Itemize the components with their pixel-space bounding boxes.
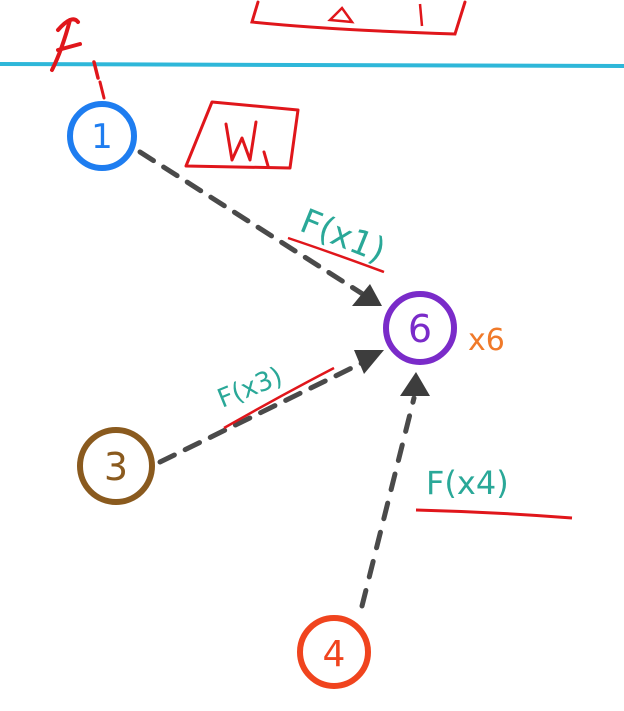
arrowhead-1-to-6: [352, 284, 382, 306]
arrowhead-3-to-6: [354, 350, 384, 374]
node-1: 1: [67, 101, 137, 171]
arrowhead-4-to-6: [400, 372, 430, 396]
node-3: 3: [77, 427, 155, 505]
node-6: 6: [383, 291, 457, 365]
w1-box: W1: [184, 100, 300, 170]
node-3-label: 3: [104, 445, 128, 489]
node-6-annotation: x6: [468, 323, 505, 358]
x1-pointer-line: [98, 80, 106, 100]
edge-3-to-6: [157, 357, 371, 465]
edge-4-label: F(x4): [426, 464, 509, 502]
divider-line: [0, 62, 624, 68]
node-6-label: 6: [408, 307, 432, 351]
edge-1-to-6: [137, 149, 375, 303]
edge-1-underline: [287, 236, 385, 274]
edge-4-underline: [415, 508, 573, 520]
x1-label: x1: [50, 17, 100, 80]
edge-4-to-6: [359, 395, 417, 609]
node-4-label: 4: [323, 634, 346, 675]
edge-3-underline: [223, 366, 335, 430]
node-1-label: 1: [91, 117, 113, 157]
node-4: 4: [297, 615, 371, 689]
top-red-box: [250, 0, 467, 36]
